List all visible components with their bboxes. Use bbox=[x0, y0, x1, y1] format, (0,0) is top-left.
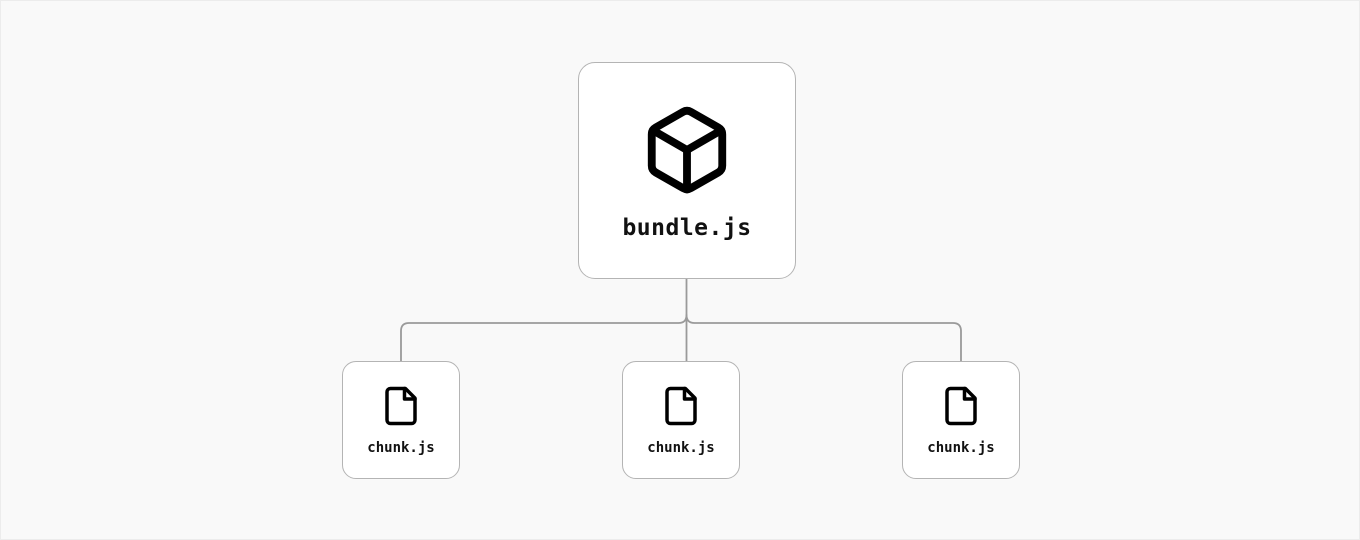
node-chunk-3[interactable]: chunk.js bbox=[902, 361, 1020, 479]
file-icon bbox=[940, 385, 982, 427]
node-chunk-3-label: chunk.js bbox=[927, 440, 995, 456]
file-icon bbox=[380, 385, 422, 427]
node-chunk-1[interactable]: chunk.js bbox=[342, 361, 460, 479]
node-chunk-1-label: chunk.js bbox=[367, 440, 435, 456]
cube-icon bbox=[640, 103, 734, 197]
connector-branch-left bbox=[400, 314, 688, 362]
node-bundle[interactable]: bundle.js bbox=[578, 62, 796, 279]
file-icon bbox=[660, 385, 702, 427]
node-chunk-2-label: chunk.js bbox=[647, 440, 715, 456]
node-bundle-label: bundle.js bbox=[622, 215, 752, 241]
connector-branch-right bbox=[685, 314, 962, 362]
node-chunk-2[interactable]: chunk.js bbox=[622, 361, 740, 479]
